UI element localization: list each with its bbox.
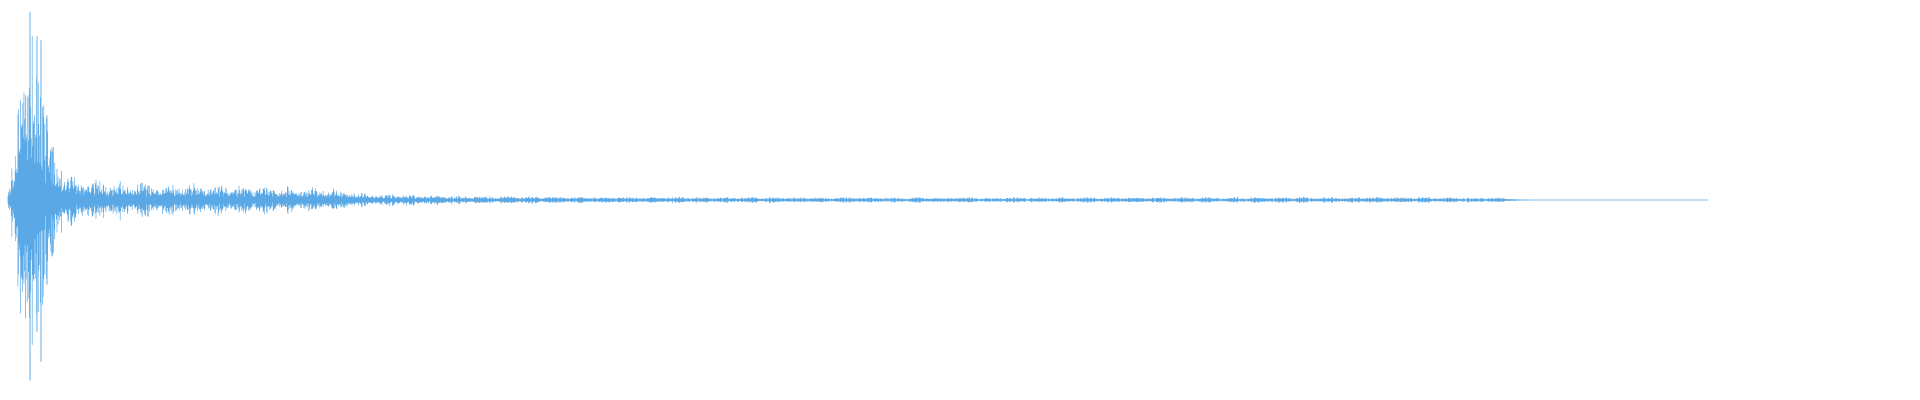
waveform-samples (7, 12, 1538, 381)
waveform-trace (7, 35, 1538, 379)
